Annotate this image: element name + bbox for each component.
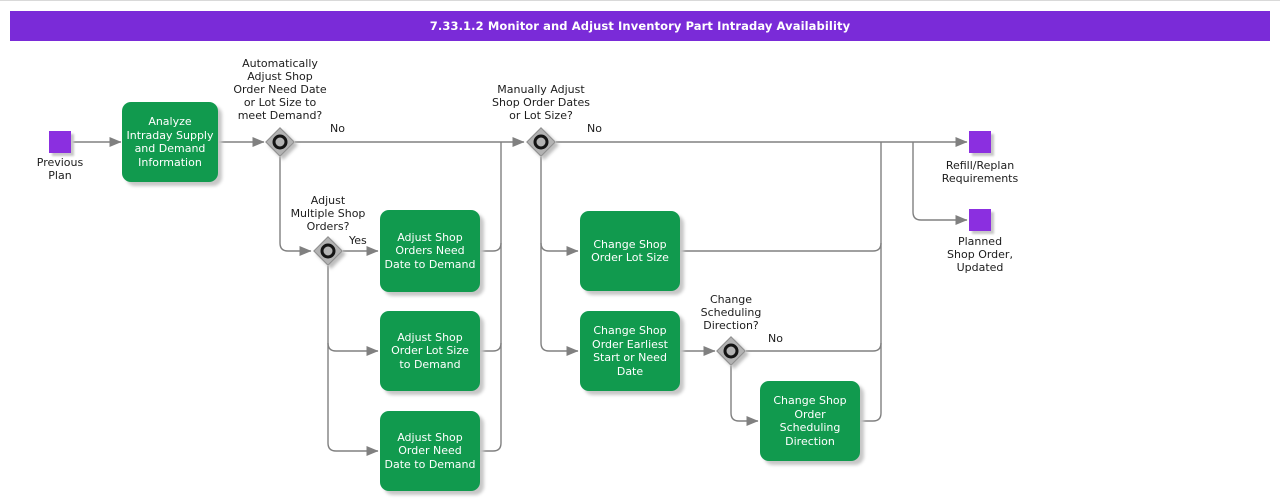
activity-change-lot-size-label: Change Shop Order Lot Size: [591, 237, 669, 265]
edge-branch-to-planned: [912, 142, 968, 225]
activity-adjust-orders-need-date-label: Adjust Shop Orders Need Date to Demand: [384, 230, 476, 271]
decision-manual-adjust-question: Manually Adjust Shop Order Dates or Lot …: [492, 83, 590, 122]
activity-change-earliest-start-label: Change Shop Order Earliest Start or Need…: [592, 324, 668, 378]
decision-ring-icon: [533, 134, 549, 150]
decision-manual-adjust: [526, 127, 556, 157]
decision-multiple-orders: [313, 236, 343, 266]
event-planned-shop-order[interactable]: [969, 209, 991, 231]
activity-adjust-orders-need-date[interactable]: Adjust Shop Orders Need Date to Demand: [380, 210, 480, 292]
activity-analyze-label: Analyze Intraday Supply and Demand Infor…: [126, 115, 214, 169]
decision-auto-adjust-question: Automatically Adjust Shop Order Need Dat…: [233, 57, 327, 122]
decision-ring-icon: [723, 343, 739, 359]
decision-ring-icon: [320, 243, 336, 259]
guard-change-direction-no: No: [768, 332, 783, 345]
activity-adjust-need-date-label: Adjust Shop Order Need Date to Demand: [384, 430, 476, 471]
guard-auto-adjust-no: No: [330, 122, 345, 135]
activity-analyze-intraday-supply[interactable]: Analyze Intraday Supply and Demand Infor…: [122, 102, 218, 182]
edge-multiple-orders-down-to-need-date: [327, 266, 379, 456]
activity-adjust-lot-size-label: Adjust Shop Order Lot Size to Demand: [391, 330, 469, 371]
event-refill-replan[interactable]: [969, 131, 991, 153]
decision-ring-icon: [272, 134, 288, 150]
diagram-title: 7.33.1.2 Monitor and Adjust Inventory Pa…: [429, 19, 851, 33]
event-planned-shop-order-label: Planned Shop Order, Updated: [947, 235, 1013, 274]
event-previous-plan[interactable]: [49, 131, 71, 153]
edge-direction-yes-down: [730, 366, 759, 426]
decision-auto-adjust: [265, 127, 295, 157]
decision-multiple-orders-question: Adjust Multiple Shop Orders?: [290, 194, 366, 233]
edge-manual-down-to-earliest: [540, 157, 579, 356]
edge-scheduling-out: [860, 412, 882, 422]
activity-adjust-need-date[interactable]: Adjust Shop Order Need Date to Demand: [380, 411, 480, 491]
activity-change-scheduling-direction[interactable]: Change Shop Order Scheduling Direction: [760, 381, 860, 461]
decision-change-direction: [716, 336, 746, 366]
edge-branch-to-lot-size: [327, 342, 379, 356]
event-previous-plan-label: Previous Plan: [36, 156, 84, 182]
event-refill-replan-label: Refill/Replan Requirements: [941, 159, 1019, 185]
activity-change-scheduling-direction-label: Change Shop Order Scheduling Direction: [773, 394, 847, 448]
guard-multiple-orders-yes: Yes: [349, 234, 367, 247]
edge-need-date-out: [480, 442, 502, 452]
decision-change-direction-question: Change Scheduling Direction?: [700, 293, 762, 332]
activity-change-earliest-start[interactable]: Change Shop Order Earliest Start or Need…: [580, 311, 680, 391]
edge-orders-need-date-out: [480, 242, 502, 252]
edge-direction-no: [746, 342, 882, 352]
title-banner: 7.33.1.2 Monitor and Adjust Inventory Pa…: [10, 11, 1270, 41]
edge-lot-size-out: [480, 342, 502, 352]
edge-auto-adjust-yes-down: [279, 157, 312, 256]
activity-adjust-lot-size[interactable]: Adjust Shop Order Lot Size to Demand: [380, 311, 480, 391]
activity-change-lot-size[interactable]: Change Shop Order Lot Size: [580, 211, 680, 291]
edge-branch-to-change-lot: [540, 242, 579, 256]
guard-manual-adjust-no: No: [587, 122, 602, 135]
edge-change-lot-out: [680, 242, 882, 252]
